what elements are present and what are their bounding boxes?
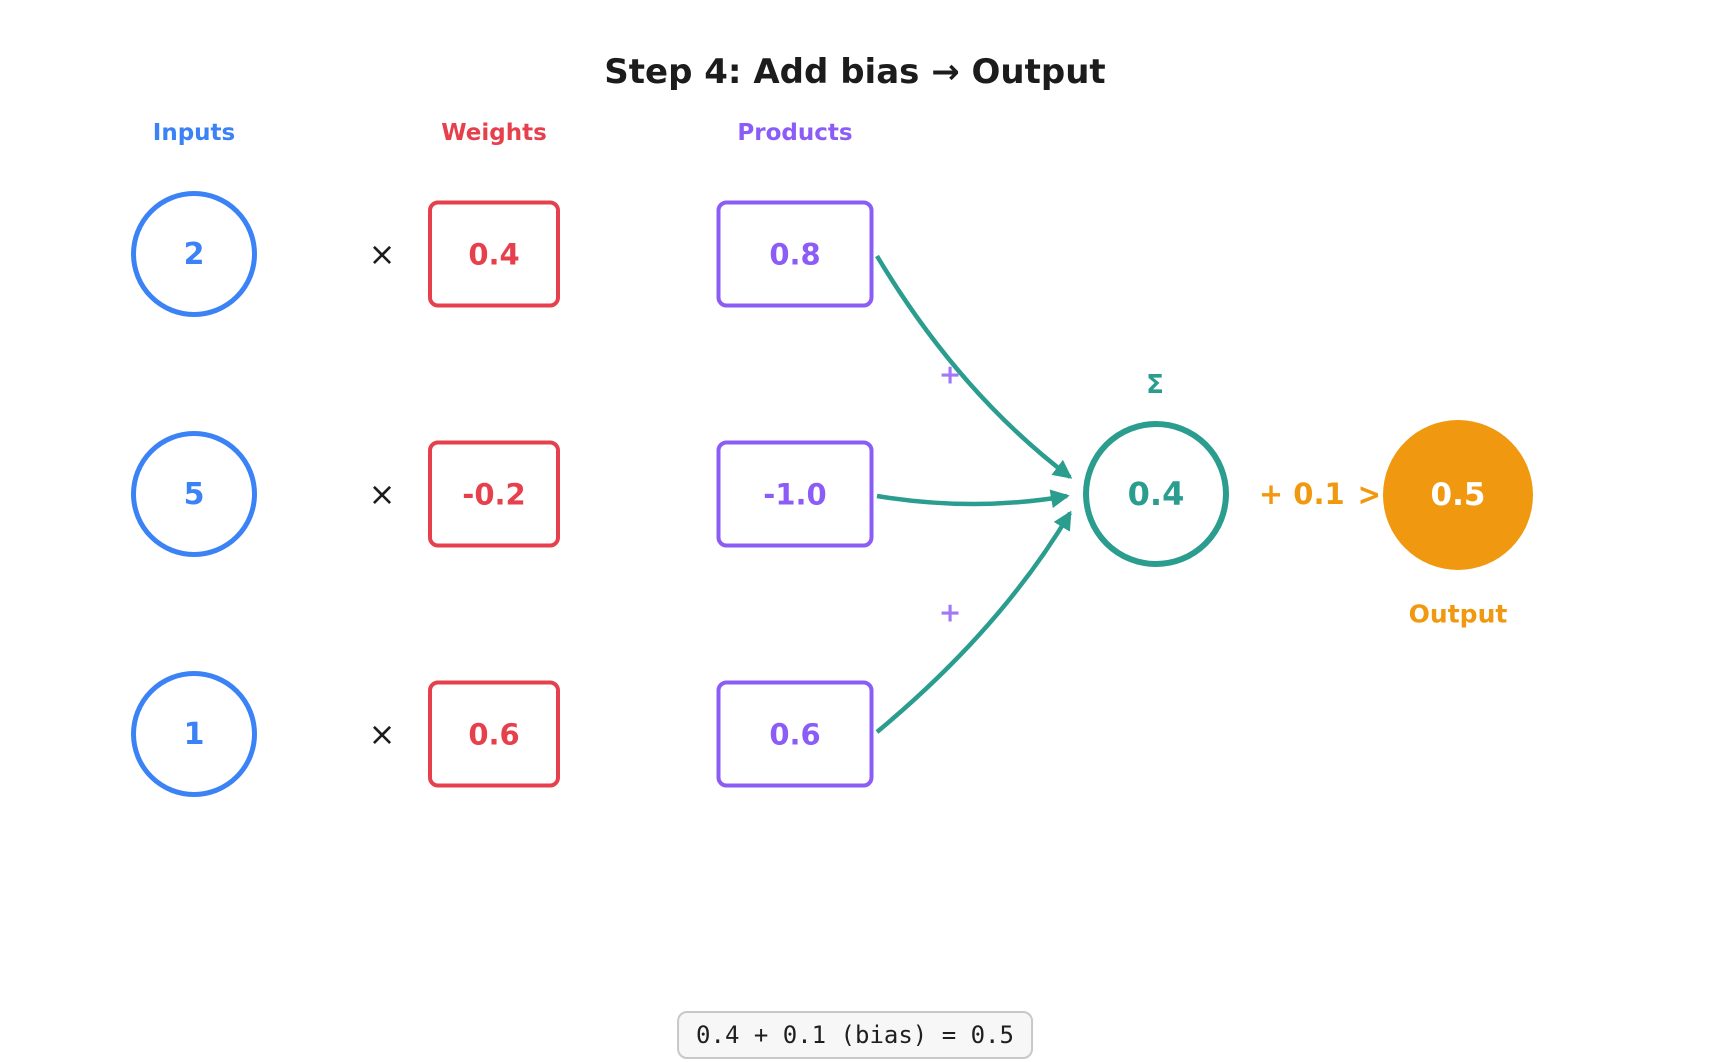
product-value: -1.0 <box>763 477 827 511</box>
plus-icon: + <box>938 597 962 629</box>
column-header-weights: Weights <box>441 120 547 146</box>
sum-value: 0.4 <box>1127 475 1185 513</box>
product-box: -1.0 <box>716 440 874 548</box>
page-title: Step 4: Add bias → Output <box>604 52 1106 92</box>
output-value: 0.5 <box>1430 477 1486 513</box>
arrow-product1-to-sum <box>875 254 1073 479</box>
multiply-icon: × <box>368 475 396 513</box>
input-node: 2 <box>131 191 257 317</box>
weight-value: 0.4 <box>468 237 520 271</box>
product-box: 0.6 <box>716 680 874 788</box>
column-header-products: Products <box>737 120 853 146</box>
output-label: Output <box>1408 599 1508 629</box>
product-value: 0.8 <box>769 237 821 271</box>
sum-node: 0.4 <box>1083 421 1229 567</box>
product-box: 0.8 <box>716 200 874 308</box>
arrow-product2-to-sum <box>876 489 1070 509</box>
product-value: 0.6 <box>769 717 821 751</box>
weight-value: 0.6 <box>468 717 520 751</box>
weight-box: 0.6 <box>428 680 560 788</box>
multiply-icon: × <box>368 235 396 273</box>
input-node: 1 <box>131 671 257 797</box>
arrow-product3-to-sum <box>875 510 1072 734</box>
bias-annotation: + 0.1 > <box>1258 475 1382 513</box>
weight-box: 0.4 <box>428 200 560 308</box>
plus-icon: + <box>938 359 962 391</box>
column-header-inputs: Inputs <box>152 120 236 146</box>
input-value: 1 <box>183 716 205 752</box>
multiply-icon: × <box>368 715 396 753</box>
bias-arrow-icon: > <box>1357 475 1382 513</box>
weight-box: -0.2 <box>428 440 560 548</box>
formula-box: 0.4 + 0.1 (bias) = 0.5 <box>677 1011 1033 1059</box>
output-node: 0.5 <box>1383 420 1533 570</box>
input-value: 5 <box>183 476 205 512</box>
formula-text: 0.4 + 0.1 (bias) = 0.5 <box>696 1021 1014 1049</box>
input-node: 5 <box>131 431 257 557</box>
weight-value: -0.2 <box>462 477 526 511</box>
bias-label: + 0.1 <box>1258 477 1345 511</box>
input-value: 2 <box>183 236 205 272</box>
sigma-icon: Σ <box>1146 370 1164 400</box>
